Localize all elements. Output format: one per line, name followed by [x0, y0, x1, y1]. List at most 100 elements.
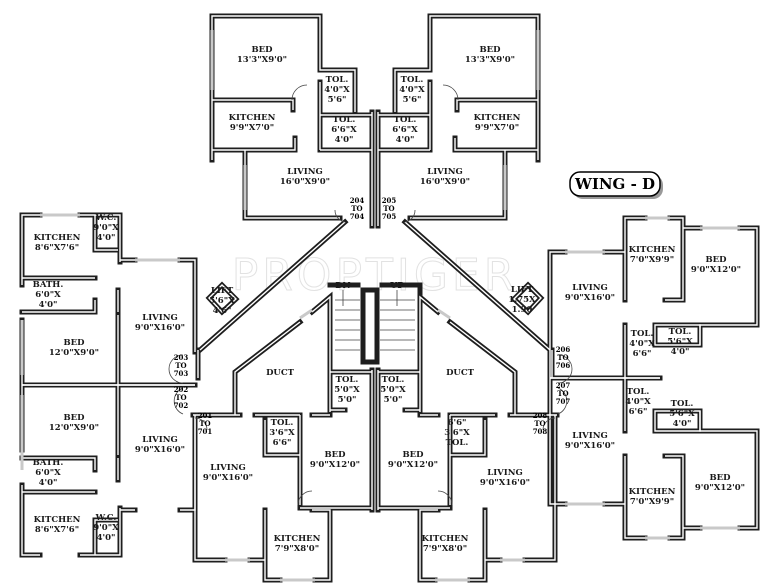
room-label-line: LIVING: [487, 468, 523, 478]
room-label-line: 4'0": [97, 233, 116, 243]
stair-down-label: DN: [335, 281, 350, 291]
room-label-line: 4'0": [673, 419, 692, 429]
room-label-line: W.C.: [95, 513, 117, 523]
room-label-line: 9'0"X16'0": [203, 473, 253, 483]
room-label-line: 9'0"X16'0": [135, 323, 185, 333]
room-label-line: BED: [63, 338, 85, 348]
room-label-line: 9'0"X: [93, 223, 119, 233]
room-label-line: 5'0"X: [334, 385, 360, 395]
room-label-line: 9'9"X7'0": [475, 123, 519, 133]
room-label-line: 4'0": [97, 533, 116, 543]
room-label-line: KITCHEN: [34, 515, 81, 525]
room-label-line: TOL.: [271, 418, 294, 428]
room-label-line: KITCHEN: [34, 233, 81, 243]
room-label-line: 6'6": [273, 438, 292, 448]
room-label-line: 5'6"X: [669, 409, 695, 419]
room-label-line: 3'6"X: [269, 428, 295, 438]
room-label-line: BED: [402, 450, 424, 460]
room-label-line: 9'9"X7'0": [230, 123, 274, 133]
flat-number-line: 208: [533, 411, 548, 420]
staircase: DN UP: [335, 281, 415, 351]
flat-number-line: 202: [174, 385, 189, 394]
room-label-line: 16'0"X9'0": [420, 177, 470, 187]
flat-number-line: 704: [350, 212, 365, 221]
room-label-line: 6'0"X: [35, 468, 61, 478]
room-label-line: BED: [705, 255, 727, 265]
room-label-line: BED: [324, 450, 346, 460]
room-label-line: BED: [63, 413, 85, 423]
room-label-line: KITCHEN: [474, 113, 521, 123]
flat-number-line: TO: [383, 204, 394, 213]
room-label-line: 1.90: [512, 305, 533, 315]
room-label-line: 4'0": [396, 135, 415, 145]
room-label-line: 5'0"X: [380, 385, 406, 395]
room-label-line: 9'0"X: [93, 523, 119, 533]
room-label-line: 4'0": [39, 300, 58, 310]
room-label-line: 8'6"X7'6": [35, 525, 79, 535]
room-label-line: TOL.: [326, 75, 349, 85]
room-label-line: 13'3"X9'0": [465, 55, 515, 65]
flat-number-line: 203: [174, 353, 189, 362]
room-label-line: 4'0": [335, 135, 354, 145]
flat-number-line: 708: [533, 427, 548, 436]
room-label-line: 6'0"X: [35, 290, 61, 300]
flat-number-line: 207: [556, 381, 571, 390]
room-label-line: 13'3"X9'0": [237, 55, 287, 65]
room-label-line: KITCHEN: [629, 245, 676, 255]
room-label-line: W.C.: [95, 213, 117, 223]
flat-number-line: TO: [175, 393, 186, 402]
wing-title-badge: WING - D: [569, 171, 663, 199]
room-label-line: 4'0"X: [399, 85, 425, 95]
room-label-line: 7'0"X9'9": [630, 255, 674, 265]
flat-number-line: TO: [557, 389, 568, 398]
room-label-line: 9'0"X12'0": [388, 460, 438, 470]
room-label-line: 12'0"X9'0": [49, 423, 99, 433]
room-label-line: 16'0"X9'0": [280, 177, 330, 187]
room-label-line: 5'6"X: [209, 296, 235, 306]
room-label-line: DUCT: [446, 368, 475, 378]
room-label-line: 4'0"X: [625, 397, 651, 407]
flat-number-line: 205: [382, 196, 397, 205]
stair-up-label: UP: [390, 281, 404, 291]
room-label-line: 6'6"X: [392, 125, 418, 135]
flat-number-line: 702: [174, 401, 189, 410]
flat-number-line: 705: [382, 212, 397, 221]
walls: [22, 16, 757, 580]
room-label-line: TOL.: [336, 375, 359, 385]
room-label-line: KITCHEN: [629, 487, 676, 497]
flat-number-line: 703: [174, 369, 189, 378]
room-label-line: 3'6"X: [444, 428, 470, 438]
room-label-line: 4'0": [671, 347, 690, 357]
room-label-line: 4'0"X: [629, 339, 655, 349]
room-label-line: 5'6"X: [667, 337, 693, 347]
room-label-line: LIVING: [142, 435, 178, 445]
room-label-line: KITCHEN: [422, 534, 469, 544]
